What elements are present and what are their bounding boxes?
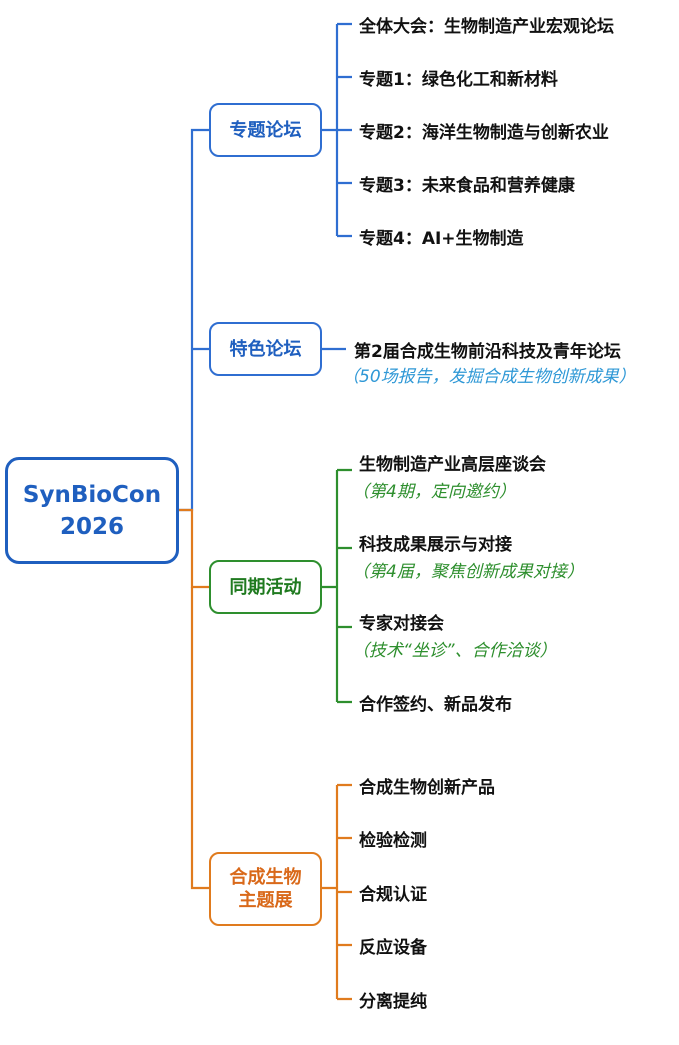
events-item-note: （技术“坐诊”、合作洽谈） xyxy=(352,641,557,661)
connector-root-forum xyxy=(179,128,210,512)
connector-expo-leaves xyxy=(322,783,352,1001)
connector-forum-leaves xyxy=(322,22,352,238)
expo-item: 合成生物创新产品 xyxy=(359,778,495,798)
branch-events-label: 同期活动 xyxy=(229,576,302,598)
forum-item: 专题4：AI+生物制造 xyxy=(359,229,524,249)
special-item-title: 第2届合成生物前沿科技及青年论坛 xyxy=(354,342,621,362)
forum-item: 专题1：绿色化工和新材料 xyxy=(359,70,558,90)
forum-item: 专题2：海洋生物制造与创新农业 xyxy=(359,123,609,143)
events-item-title: 科技成果展示与对接 xyxy=(359,535,512,555)
branch-expo: 合成生物 主题展 xyxy=(209,852,322,926)
special-item-note: （50场报告，发掘合成生物创新成果） xyxy=(342,367,636,387)
forum-item: 全体大会：生物制造产业宏观论坛 xyxy=(359,17,614,37)
branch-special: 特色论坛 xyxy=(209,322,322,376)
branch-forum: 专题论坛 xyxy=(209,103,322,157)
expo-item: 合规认证 xyxy=(359,885,427,905)
expo-item: 检验检测 xyxy=(359,831,427,851)
events-item-note: （第4届，聚焦创新成果对接） xyxy=(352,562,584,582)
forum-item: 专题3：未来食品和营养健康 xyxy=(359,176,575,196)
events-item-title: 合作签约、新品发布 xyxy=(359,695,512,715)
branch-special-label: 特色论坛 xyxy=(229,338,302,360)
connector-root-expo xyxy=(190,587,210,890)
connector-events-leaves xyxy=(322,468,352,704)
root-year: 2026 xyxy=(59,513,124,540)
connector-root-events xyxy=(179,508,210,589)
branch-expo-label-line1: 合成生物 xyxy=(229,867,302,888)
expo-item: 分离提纯 xyxy=(359,992,427,1012)
branch-events: 同期活动 xyxy=(209,560,322,614)
events-item-title: 生物制造产业高层座谈会 xyxy=(359,455,546,475)
root-title: SynBioCon xyxy=(22,481,162,508)
branch-forum-label: 专题论坛 xyxy=(229,119,302,141)
expo-item: 反应设备 xyxy=(359,938,427,958)
events-item-note: （第4期，定向邀约） xyxy=(352,482,516,502)
root-node: SynBioCon 2026 xyxy=(5,457,179,564)
branch-expo-label-line2: 主题展 xyxy=(238,890,293,911)
events-item-title: 专家对接会 xyxy=(359,614,444,634)
